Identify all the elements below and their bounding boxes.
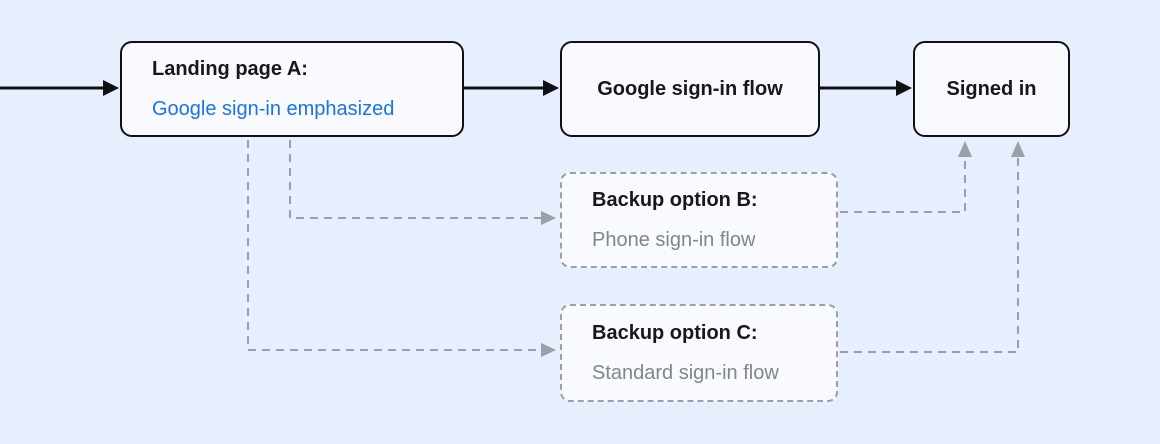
arrowhead-right-icon bbox=[543, 80, 559, 96]
connector-landing-to-backup-c bbox=[247, 140, 556, 357]
node-backup-c-subtitle: Standard sign-in flow bbox=[592, 362, 779, 384]
arrowhead-up-icon bbox=[958, 141, 972, 157]
node-signed-in: Signed in bbox=[913, 41, 1070, 137]
connector-backup-c-to-signed-in bbox=[840, 141, 1025, 353]
node-backup-b-title: Backup option B: bbox=[592, 189, 758, 211]
node-google-sign-in-flow: Google sign-in flow bbox=[560, 41, 820, 137]
arrowhead-up-icon bbox=[1011, 141, 1025, 157]
arrowhead-right-icon bbox=[896, 80, 912, 96]
connector-landing-to-backup-b bbox=[289, 140, 556, 225]
connector-google-to-signed-in bbox=[820, 80, 912, 96]
node-landing-page-a: Landing page A: Google sign-in emphasize… bbox=[120, 41, 464, 137]
arrowhead-right-icon bbox=[103, 80, 119, 96]
node-signed-in-label: Signed in bbox=[946, 78, 1037, 100]
connector-start-to-landing bbox=[0, 80, 119, 96]
node-google-label: Google sign-in flow bbox=[597, 78, 783, 100]
node-backup-b-subtitle: Phone sign-in flow bbox=[592, 229, 756, 251]
arrowhead-right-icon bbox=[541, 211, 556, 225]
connector-backup-b-to-signed-in bbox=[840, 141, 972, 213]
node-backup-option-b: Backup option B: Phone sign-in flow bbox=[560, 172, 838, 268]
node-backup-c-title: Backup option C: bbox=[592, 322, 758, 344]
node-backup-option-c: Backup option C: Standard sign-in flow bbox=[560, 304, 838, 402]
node-landing-title: Landing page A: bbox=[152, 58, 308, 80]
connector-landing-to-google bbox=[464, 80, 559, 96]
node-landing-subtitle: Google sign-in emphasized bbox=[152, 98, 395, 120]
arrowhead-right-icon bbox=[541, 343, 556, 357]
